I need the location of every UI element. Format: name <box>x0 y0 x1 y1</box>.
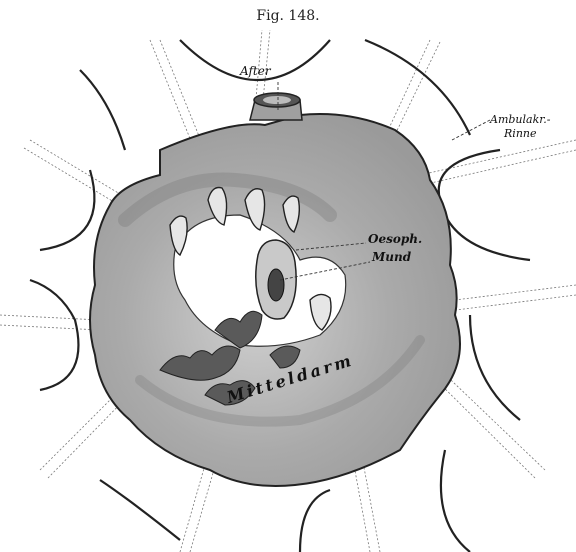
oesophagus <box>256 240 296 319</box>
anus-label: After <box>240 64 271 78</box>
mouth-label: Mund <box>372 250 411 264</box>
ambulacral-groove-label-line1: Ambulakr.- <box>490 113 551 127</box>
figure-title: Fig. 148. <box>0 8 576 24</box>
ambulacral-groove-label: Ambulakr.- Rinne <box>490 113 551 141</box>
ambulacral-groove-label-line2: Rinne <box>490 127 551 141</box>
anus-tube <box>250 93 302 120</box>
oesophagus-label: Oesoph. <box>368 232 422 246</box>
